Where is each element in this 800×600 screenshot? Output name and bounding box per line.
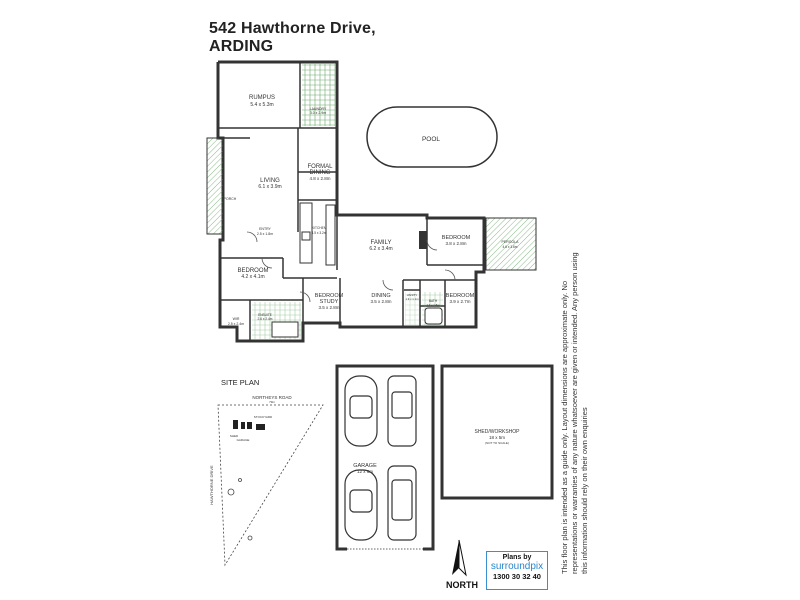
- site-road-top-dim: 79m: [269, 400, 275, 404]
- laundry-tiles: [302, 64, 335, 126]
- ensuite-label: ENSUITE: [258, 313, 272, 317]
- laundry-label: LAUNDRY: [310, 107, 327, 111]
- logo-plans-by: Plans by: [502, 554, 532, 561]
- site-buildings: [233, 420, 265, 430]
- kitchen-benches: [299, 202, 336, 266]
- pool-label: POOL: [422, 136, 440, 143]
- site-plan-heading: SITE PLAN: [221, 378, 259, 387]
- shed-note: (NOT TO SCALE): [485, 441, 509, 445]
- bathtub: [424, 307, 443, 325]
- room-labels: RUMPUS 5.4 x 5.3m LAUNDRY 3.0 x 2.9m LIV…: [224, 95, 519, 326]
- vanity-dim: 1.9 x 1.1m: [405, 297, 419, 301]
- bedroom-ne-dim: 3.8 x 2.8m: [445, 241, 466, 246]
- site-tree: [247, 535, 253, 541]
- formal-dining-dim: 4.8 x 2.8m: [309, 176, 330, 181]
- rumpus-label: RUMPUS: [249, 95, 275, 101]
- bedroom-study-label-2: STUDY: [320, 299, 339, 305]
- door-swings: [246, 231, 456, 303]
- garage-building: [335, 364, 435, 551]
- bath-dim: 1.9 x 1.8m: [426, 303, 440, 307]
- living-dim: 6.1 x 3.9m: [258, 184, 281, 190]
- bedroom-ne-label: BEDROOM: [442, 235, 471, 241]
- surroundpix-logo: Plans by surroundpix 1300 30 32 40: [486, 551, 548, 590]
- logo-phone: 1300 30 32 40: [493, 572, 541, 581]
- site-tree: [238, 478, 242, 482]
- bedroom-se-dim: 3.9 x 2.7m: [449, 299, 470, 304]
- living-label: LIVING: [260, 178, 280, 184]
- pergola-dim: 4.6 x 3.6m: [503, 245, 518, 249]
- porch-label: PORCH: [224, 197, 237, 201]
- bedroom-study-dim: 3.5 x 2.8m: [318, 305, 339, 310]
- family-dim: 6.2 x 3.4m: [369, 246, 392, 252]
- laundry-dim: 3.0 x 2.9m: [310, 111, 326, 115]
- vanity-label: VANITY: [407, 293, 418, 297]
- entry-label: ENTRY: [259, 227, 271, 231]
- north-label: NORTH: [446, 580, 478, 590]
- address-line-1: 542 Hawthorne Drive,: [209, 20, 376, 37]
- dining-dim: 3.5 x 2.8m: [370, 299, 391, 304]
- site-road-left: HAWTHORNE DRIVE: [209, 465, 214, 505]
- ensuite-dim: 2.6 x 2.4m: [258, 317, 273, 321]
- rumpus-dim: 5.4 x 5.3m: [250, 102, 273, 108]
- shed-dim: 18 x 5m: [489, 435, 505, 440]
- bath-label: BATH: [429, 299, 438, 303]
- wir-label: WIR: [233, 317, 240, 321]
- bedroom-w-label: BEDROOM: [237, 268, 268, 274]
- site-label-stockyard: STOCKYARD: [254, 415, 273, 419]
- logo-brand: surroundpix: [490, 561, 544, 572]
- north-arrow-icon: [452, 539, 467, 577]
- pergola-area: [485, 217, 537, 271]
- site-road-top: NORTHEYS ROAD: [252, 395, 292, 400]
- shed-label: SHED/WORKSHOP: [474, 429, 520, 435]
- bedroom-w-dim: 4.2 x 4.1m: [241, 274, 264, 280]
- address-line-2: ARDING: [209, 38, 274, 55]
- pergola-label: PERGOLA: [502, 240, 520, 244]
- garage-label: GARAGE: [353, 463, 377, 469]
- dining-label: DINING: [371, 293, 390, 299]
- bedroom-study-label-1: BEDROOM: [315, 293, 344, 299]
- wir-dim: 2.5 x 2.4m: [228, 322, 244, 326]
- formal-dining-label-1: FORMAL: [307, 164, 333, 170]
- disclaimer-text: This floor plan is intended as a guide o…: [560, 252, 589, 574]
- fireplace: [419, 231, 427, 249]
- site-label-garage: GARAGE: [237, 438, 250, 442]
- family-label: FAMILY: [371, 240, 392, 246]
- bedroom-se-label: BEDROOM: [446, 293, 475, 299]
- kitchen-label: KITCHEN: [312, 226, 327, 230]
- entry-dim: 2.5 x 1.8m: [257, 232, 273, 236]
- shed-building: [440, 364, 554, 500]
- car-icon: [344, 375, 417, 541]
- formal-dining-label-2: DINING: [310, 170, 331, 176]
- porch-area: [206, 137, 224, 235]
- site-tree: [227, 488, 235, 496]
- kitchen-dim: 4.5 x 3.2m: [312, 231, 327, 235]
- pool: [366, 106, 498, 168]
- site-label-shed: SHED: [230, 434, 239, 438]
- garage-dim: 12 x 6m: [357, 469, 373, 474]
- vanity-tiles: [405, 292, 419, 325]
- ensuite-shower: [271, 321, 299, 338]
- site-boundary: [217, 404, 324, 567]
